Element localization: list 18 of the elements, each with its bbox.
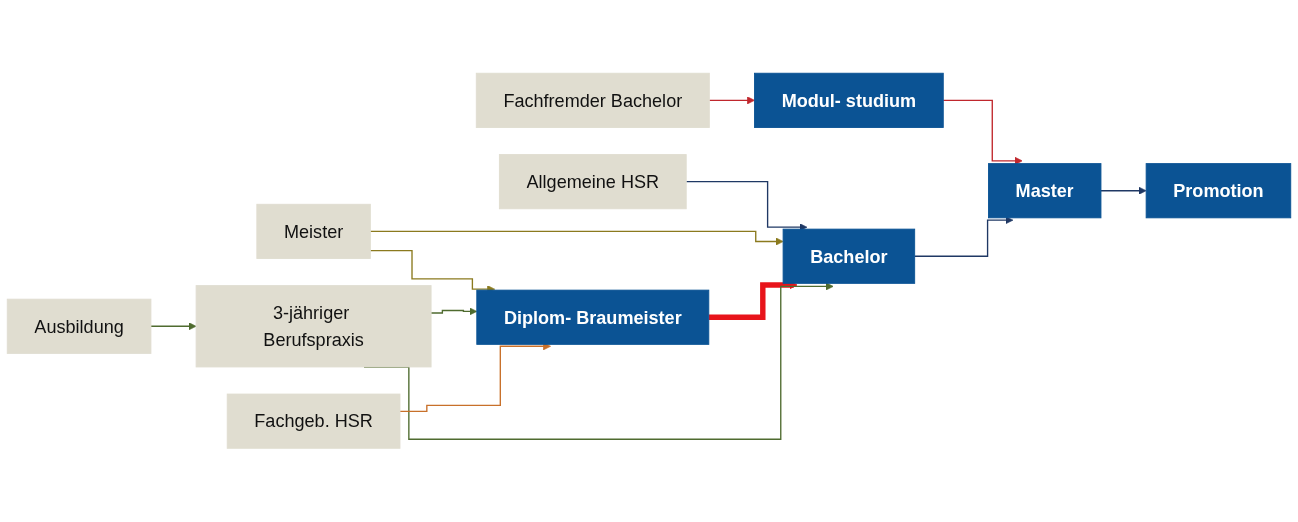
arrow xyxy=(708,281,798,321)
node-box: Fachfremder Bachelor xyxy=(475,73,710,129)
node-box: Fachgeb. HSR xyxy=(226,393,401,449)
node-box: Master xyxy=(988,163,1102,219)
node-box: 3-jähriger Berufspraxis xyxy=(195,285,432,368)
arrow xyxy=(914,216,1014,258)
arrow xyxy=(430,307,478,316)
node-box: Diplom- Braumeister xyxy=(476,289,710,346)
arrow xyxy=(150,322,197,331)
node-box: Promotion xyxy=(1145,163,1292,219)
arrow xyxy=(1100,187,1147,195)
node-box: Meister xyxy=(256,204,371,260)
node-box: Bachelor xyxy=(782,228,916,285)
arrow xyxy=(369,230,784,246)
node-box: Allgemeine HSR xyxy=(498,154,687,210)
node-box: Modul- studium xyxy=(754,73,944,129)
node-box: Ausbildung xyxy=(6,298,152,355)
arrow xyxy=(708,96,755,105)
